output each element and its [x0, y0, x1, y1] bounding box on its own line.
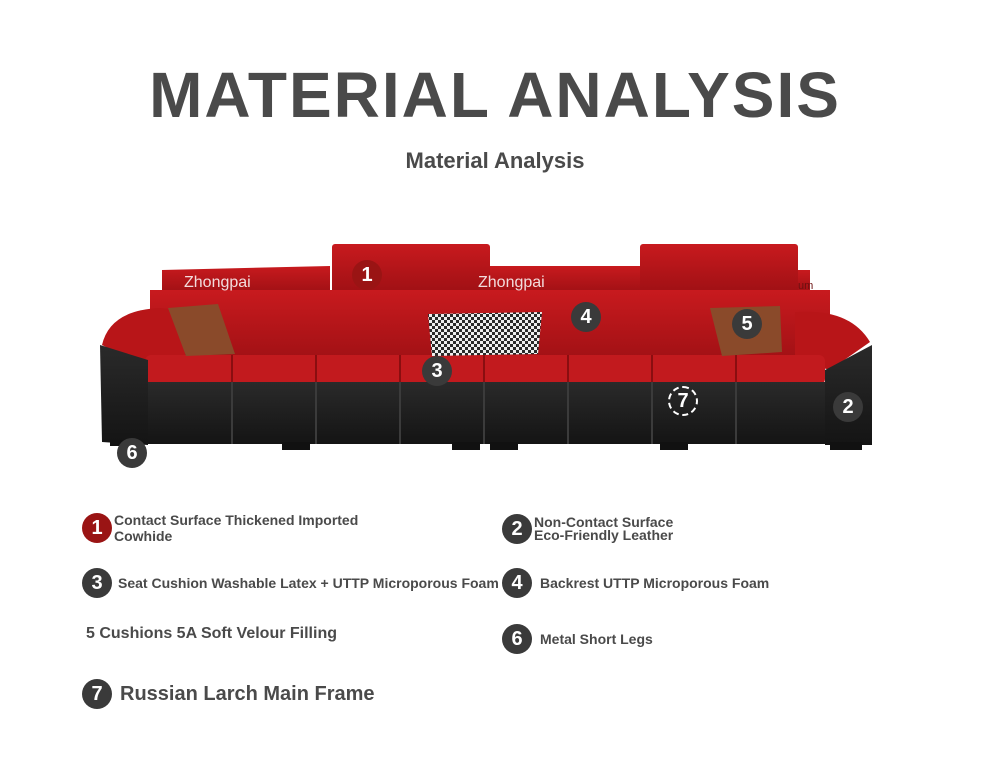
legend-text-1: Contact Surface Thickened Imported Cowhi… — [114, 512, 359, 544]
pillow-center — [428, 312, 542, 356]
brand-mark-center: Zhongpai — [478, 274, 545, 291]
marker-2: 2 — [833, 392, 863, 422]
page-subtitle: Material Analysis — [405, 148, 585, 173]
marker-5: 5 — [732, 309, 762, 339]
page-title: MATERIAL ANALYSIS — [149, 59, 841, 131]
legend-text-2-line1: Non-Contact Surface — [534, 514, 674, 530]
sofa-drawing — [100, 244, 872, 450]
brand-mark-left: Zhongpai — [184, 274, 251, 291]
legend-item-1: 1 Contact Surface Thickened Imported Cow… — [82, 512, 404, 544]
legend-text-3: Seat Cushion Washable Latex + UTTP Micro… — [118, 575, 499, 591]
sofa-illustration: Zhongpai Zhongpai um 1 2 3 4 5 6 7 — [90, 230, 890, 480]
legend-number-6: 6 — [502, 624, 532, 654]
headrest-raised-right — [640, 244, 798, 294]
legend-item-3: 3 Seat Cushion Washable Latex + UTTP Mic… — [82, 568, 499, 598]
legend-text-2-line2: Eco-Friendly Leather — [534, 527, 674, 543]
legend-item-2: 2 Non-Contact Surface Eco-Friendly Leath… — [502, 514, 673, 544]
legend-text-6: Metal Short Legs — [540, 631, 653, 647]
legend-number-2: 2 — [502, 514, 532, 544]
legend-text-4: Backrest UTTP Microporous Foam — [540, 575, 770, 591]
legend-text-7: Russian Larch Main Frame — [120, 683, 375, 705]
marker-1: 1 — [352, 260, 382, 290]
marker-4: 4 — [571, 302, 601, 332]
base-black — [148, 382, 828, 444]
legend-item-7: 7 Russian Larch Main Frame — [82, 679, 375, 709]
legend-number-3: 3 — [82, 568, 112, 598]
marker-3: 3 — [422, 356, 452, 386]
legend-number-7: 7 — [82, 679, 112, 709]
legend-item-6: 6 Metal Short Legs — [502, 624, 653, 654]
headrest-mid — [490, 266, 640, 294]
headrest-right — [798, 270, 810, 294]
legend-text-2: Non-Contact Surface Eco-Friendly Leather — [534, 514, 674, 543]
marker-7: 7 — [668, 386, 698, 416]
legend-item-5: 5 Cushions 5A Soft Velour Filling — [86, 626, 337, 642]
legend-item-4: 4 Backrest UTTP Microporous Foam — [502, 568, 769, 598]
legend-number-4: 4 — [502, 568, 532, 598]
marker-6: 6 — [117, 438, 147, 468]
legend-text-5: 5 Cushions 5A Soft Velour Filling — [86, 625, 337, 642]
headrest-left — [162, 266, 330, 294]
sofa-tag-fragment: um — [798, 280, 814, 292]
legend-number-1: 1 — [82, 513, 112, 543]
pillow-left — [168, 304, 235, 356]
base-left-arm — [100, 345, 148, 445]
